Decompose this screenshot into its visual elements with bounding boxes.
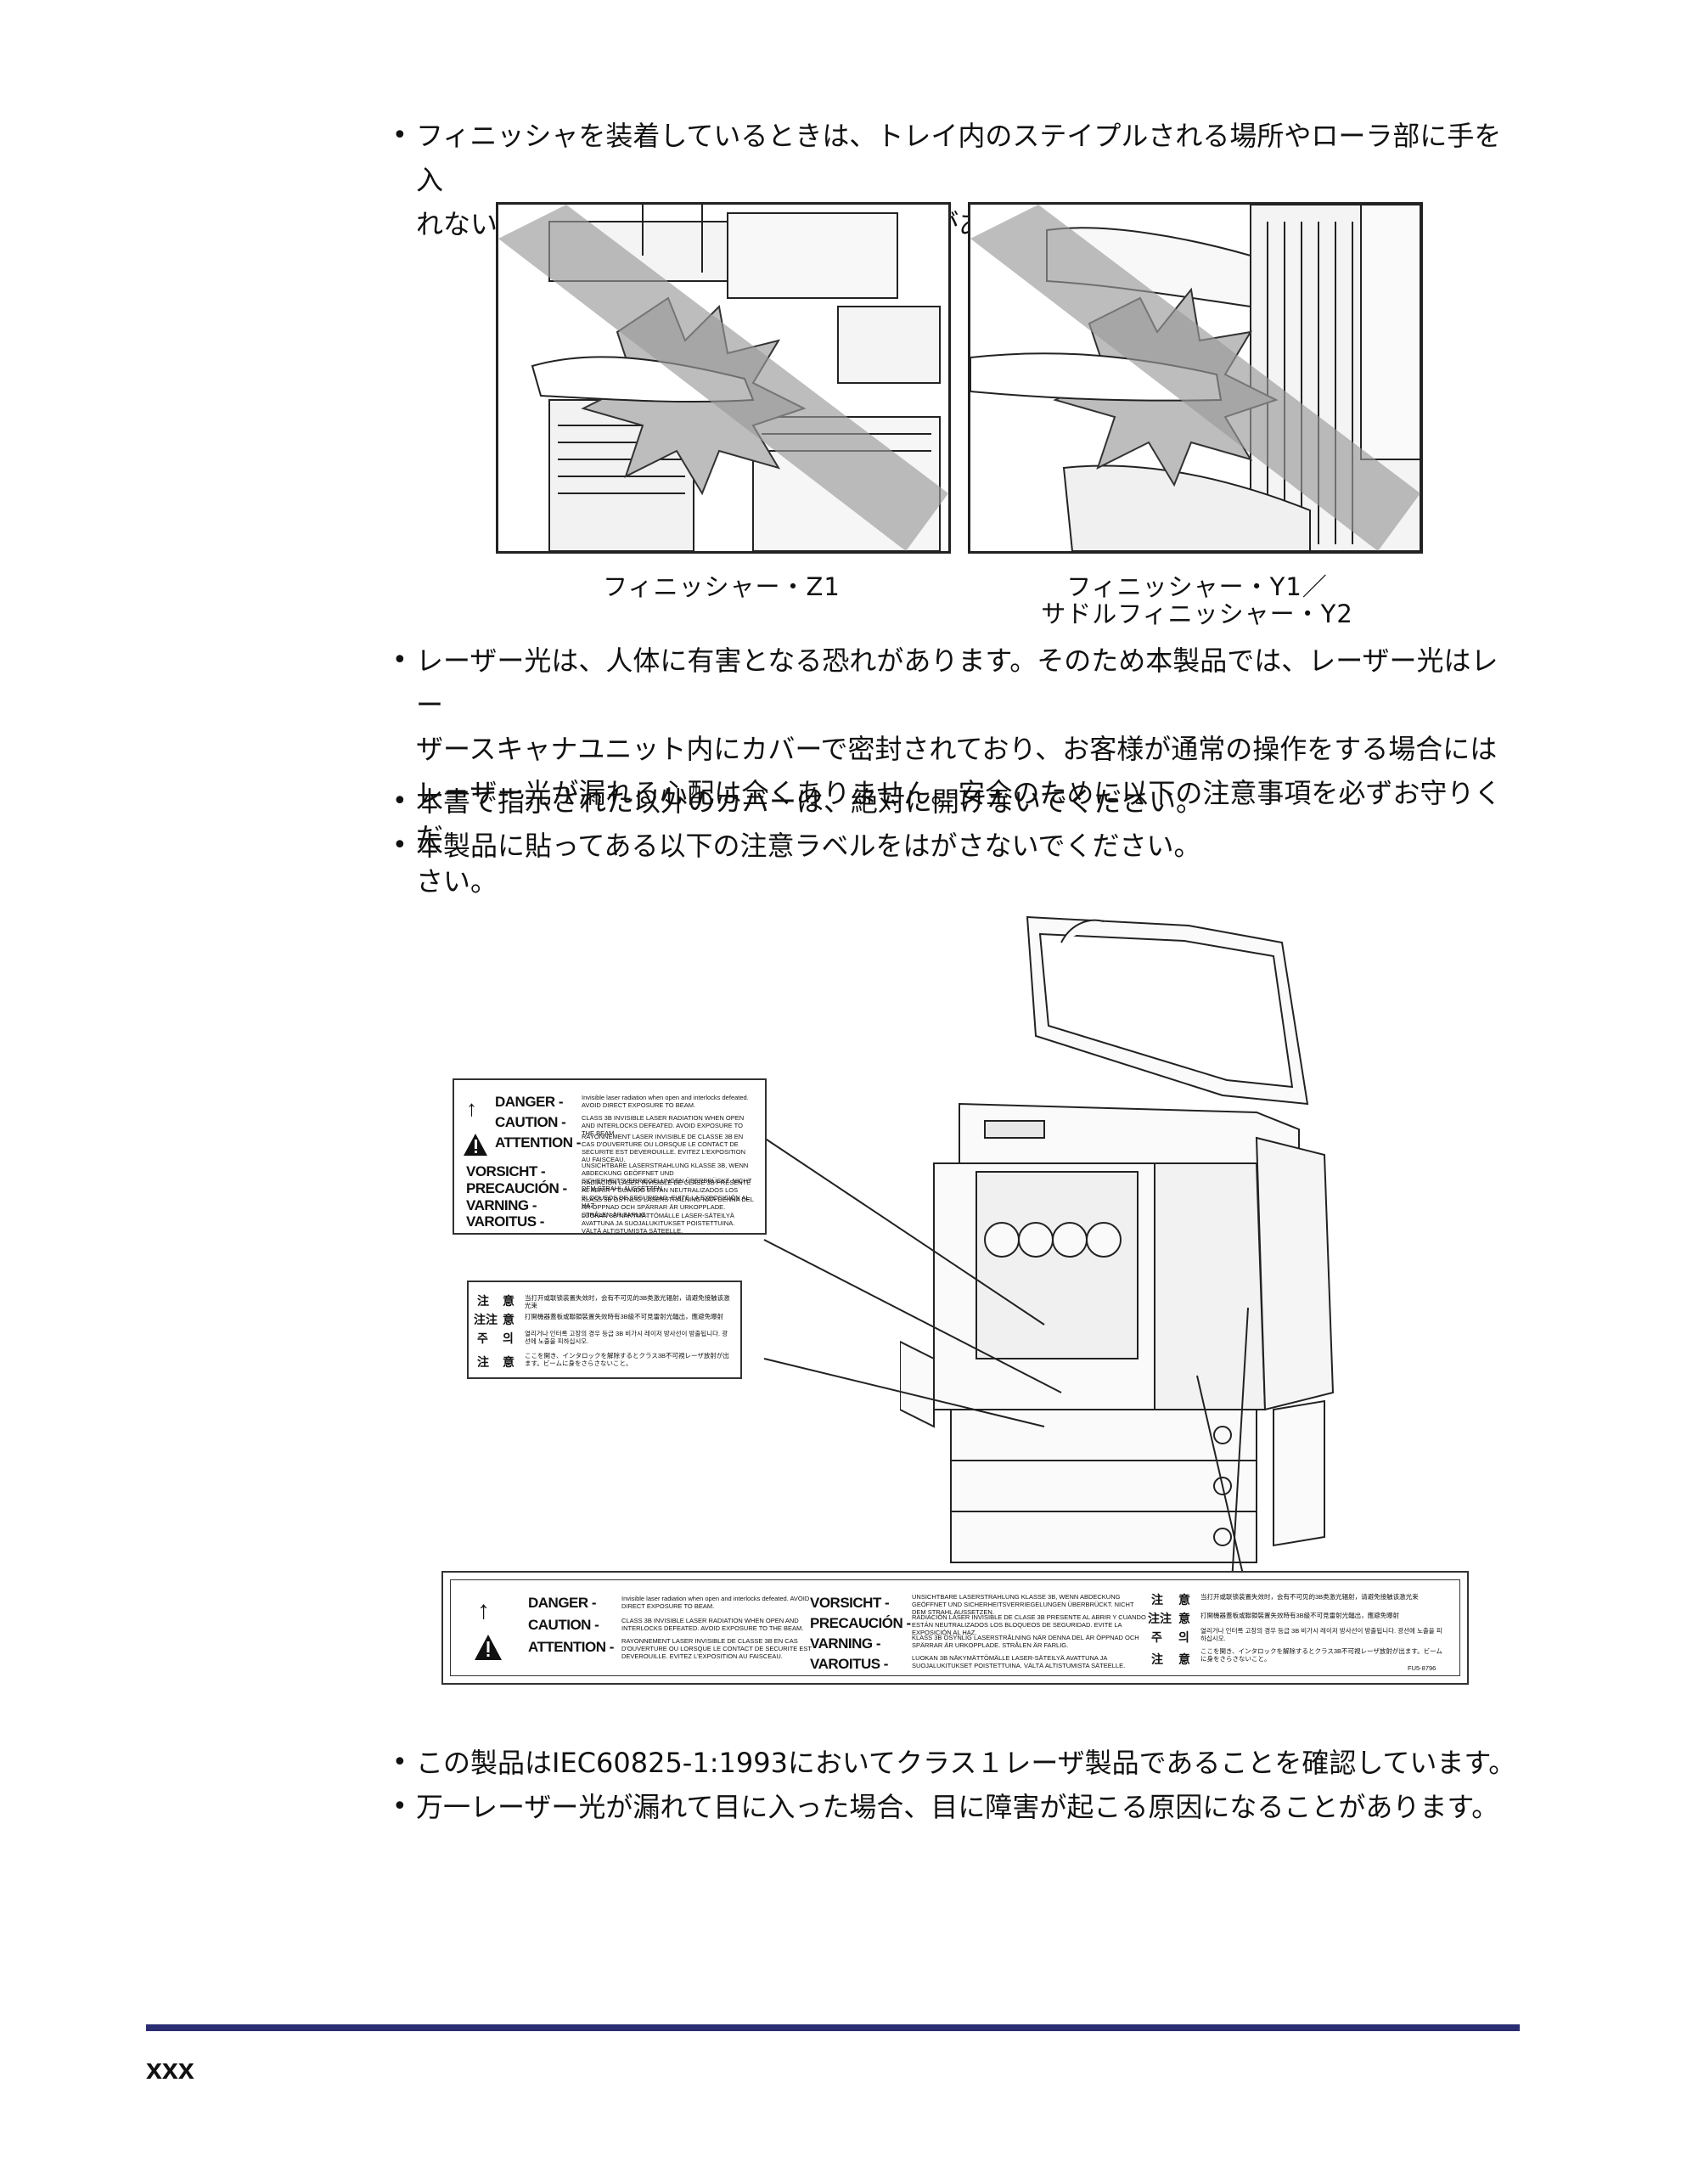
copier-machine-illustration	[900, 915, 1335, 1563]
precaucion-text: RADIACIÓN LÁSER INVISIBLE DE CLASE 3B PR…	[582, 1179, 751, 1209]
footer-rule	[146, 2024, 1520, 2031]
caution-heading: CAUTION -	[495, 1114, 566, 1130]
cjk-heading-8: 意	[1178, 1652, 1190, 1666]
cjk-heading-6: 意	[503, 1313, 514, 1326]
varoitus-text: LUOKAN 3B NÄKYMÄTTÖMÄLLE LASER-SÄTEILYÄ …	[912, 1654, 1126, 1669]
laser-warning-label-cjk: 注 注注 주 注 意 意 의 意 当打开或联锁装置失效时，会有不可见的3B类激光…	[467, 1281, 742, 1379]
bullet-laser-warning: • レーザー光は、人体に有害となる恐れがあります。そのため本製品では、レーザー光…	[392, 639, 1521, 903]
bullet-marker: •	[392, 1748, 408, 1777]
cjk-heading-1: 注	[477, 1294, 489, 1308]
attention-text: RAYONNEMENT LASER INVISIBLE DE CLASSE 3B…	[621, 1637, 812, 1660]
cjk-heading-3: 주	[477, 1331, 488, 1345]
varning-text: KLASS 3B OSYNLIG LASERSTRÅLNING NÄR DENN…	[912, 1634, 1139, 1649]
danger-text: Invisible laser radiation when open and …	[621, 1595, 810, 1610]
danger-heading: DANGER -	[495, 1094, 564, 1110]
bullet-marker: •	[392, 786, 408, 816]
page-number: xxx	[146, 2053, 194, 2085]
bullet-text: この製品はIEC60825-1:1993においてクラス１レーザ製品であることを確…	[416, 1747, 1516, 1779]
cjk-text-3: 열리거나 인터록 고장의 경우 등급 3B 비가시 레이저 방사선이 방출됩니다…	[525, 1330, 728, 1345]
cjk-text-1: 当打开或联锁装置失效时，会有不可见的3B类激光辐射，请避免接触该激光束	[525, 1294, 730, 1309]
cjk-heading-2: 注注	[1148, 1612, 1172, 1625]
precaucion-text: RADIACIÓN LÁSER INVISIBLE DE CLASE 3B PR…	[912, 1613, 1146, 1636]
cjk-text-4: ここを開き、インタロックを解除するとクラス3B不可視レーザ放射が出ます。ビームに…	[525, 1352, 729, 1367]
warning-triangle-icon	[475, 1635, 502, 1660]
finisher-z1-illustration	[496, 202, 951, 554]
precaucion-heading: PRECAUCIÓN -	[466, 1180, 567, 1196]
laser-warning-label-combined: ↑ DANGER - Invisible laser radiation whe…	[441, 1571, 1469, 1685]
bullet-marker: •	[392, 1792, 408, 1821]
cjk-text-4: ここを開き、インタロックを解除するとクラス3B不可視レーザ放射が出ます。ビームに…	[1200, 1647, 1442, 1663]
cjk-text-3: 열리거나 인터록 고장의 경우 등급 3B 비가시 레이저 방사선이 방출됩니다…	[1200, 1627, 1442, 1642]
cjk-heading-1: 注	[1151, 1593, 1163, 1607]
label-inner-border	[450, 1579, 1460, 1676]
attention-heading: ATTENTION -	[528, 1639, 614, 1655]
cjk-text-2: 打開機器蓋板或聯鎖裝置失效時有3B級不可見雷射光輻出，應避免曝射	[1200, 1612, 1400, 1619]
cjk-heading-4: 注	[1151, 1652, 1163, 1666]
finisher-z1-drawing	[498, 205, 948, 551]
attention-text: RAYONNEMENT LASER INVISIBLE DE CLASSE 3B…	[582, 1133, 746, 1163]
cjk-text-1: 当打开或联锁装置失效时，会有不可见的3B类激光辐射，请避免接触该激光束	[1200, 1593, 1419, 1601]
caution-heading: CAUTION -	[528, 1617, 599, 1633]
bullet-text-line: フィニッシャを装着しているときは、トレイ内のステイプルされる場所やローラ部に手を…	[416, 120, 1502, 196]
cjk-heading-3: 주	[1151, 1630, 1162, 1644]
finisher-y1-illustration	[968, 202, 1423, 554]
warning-triangle-icon	[464, 1134, 487, 1156]
cjk-heading-7: 의	[1178, 1630, 1189, 1644]
bullet-text-line: レーザー光が漏れる心配は全くありません。安全のために以下の注意事項を必ずお守りく…	[416, 777, 1502, 853]
bullet-text-line: ザースキャナユニット内にカバーで密封されており、お客様が通常の操作をする場合には	[416, 733, 1498, 765]
varoitus-text: LUOKAN 3B NÄKYMÄTTÖMÄLLE LASER-SÄTEILYÄ …	[582, 1212, 735, 1235]
cjk-heading-5: 意	[1178, 1593, 1190, 1607]
bullet-marker: •	[392, 830, 408, 860]
varning-text: KLASS 3B OSYNLIG LASERSTRÅLNING NÄR DENN…	[582, 1196, 754, 1219]
danger-text: Invisible laser radiation when open and …	[582, 1094, 749, 1109]
danger-heading: DANGER -	[528, 1595, 597, 1611]
cjk-heading-5: 意	[503, 1294, 514, 1308]
attention-heading: ATTENTION -	[495, 1134, 581, 1151]
laser-warning-label-multilingual: ↑ DANGER - Invisible laser radiation whe…	[453, 1078, 767, 1235]
varning-heading: VARNING -	[466, 1197, 537, 1213]
varoitus-heading: VAROITUS -	[466, 1213, 544, 1230]
finisher-y1-drawing	[970, 205, 1420, 551]
caution-text: CLASS 3B INVISIBLE LASER RADIATION WHEN …	[621, 1617, 804, 1632]
cjk-heading-4: 注	[477, 1355, 489, 1369]
bullet-eye-warning: • 万一レーザー光が漏れて目に入った場合、目に障害が起こる原因になることがありま…	[392, 1785, 1521, 1829]
bullet-iec-compliance: • この製品はIEC60825-1:1993においてクラス１レーザ製品であること…	[392, 1741, 1547, 1785]
bullet-label-warning: • 本製品に貼ってある以下の注意ラベルをはがさないでください。	[392, 824, 1521, 868]
cjk-heading-2: 注注	[474, 1313, 498, 1326]
bullet-cover-warning: • 本書で指示された以外のカバーは、絶対に開けないでください。	[392, 780, 1521, 824]
bullet-marker: •	[392, 645, 408, 675]
arrow-up-icon: ↑	[466, 1095, 477, 1121]
varning-heading: VARNING -	[810, 1635, 881, 1652]
caution-text: CLASS 3B INVISIBLE LASER RADIATION WHEN …	[582, 1114, 745, 1137]
caption-finisher-y1: フィニッシャー・Y1／	[1066, 572, 1328, 601]
arrow-up-icon: ↑	[477, 1596, 490, 1624]
caption-saddle-finisher-y2: サドルフィニッシャー・Y2	[1041, 599, 1353, 628]
bullet-text-line: さい。	[416, 865, 498, 898]
caption-finisher-z1: フィニッシャー・Z1	[603, 572, 841, 601]
vorsicht-text: UNSICHTBARE LASERSTRAHLUNG KLASSE 3B, WE…	[582, 1162, 752, 1192]
precaucion-heading: PRECAUCIÓN -	[810, 1615, 911, 1631]
vorsicht-heading: VORSICHT -	[466, 1163, 546, 1179]
bullet-marker: •	[392, 121, 408, 150]
bullet-text-line: レーザー光は、人体に有害となる恐れがあります。そのため本製品では、レーザー光はレ…	[416, 645, 1498, 721]
varoitus-heading: VAROITUS -	[810, 1656, 888, 1672]
bullet-text: 本書で指示された以外のカバーは、絶対に開けないでください。	[416, 785, 1204, 818]
vorsicht-heading: VORSICHT -	[810, 1595, 890, 1611]
cjk-heading-8: 意	[503, 1355, 514, 1369]
cjk-heading-6: 意	[1178, 1612, 1190, 1625]
cjk-heading-7: 의	[503, 1331, 514, 1345]
vorsicht-text: UNSICHTBARE LASERSTRAHLUNG KLASSE 3B, WE…	[912, 1593, 1134, 1616]
bullet-text: 万一レーザー光が漏れて目に入った場合、目に障害が起こる原因になることがあります。	[416, 1791, 1499, 1823]
figure-code: FU5-8796	[1408, 1664, 1437, 1672]
cjk-text-2: 打開機器蓋板或聯鎖裝置失效時有3B級不可見雷射光輻出，應避免曝射	[525, 1313, 724, 1320]
bullet-text: 本製品に貼ってある以下の注意ラベルをはがさないでください。	[416, 830, 1201, 862]
